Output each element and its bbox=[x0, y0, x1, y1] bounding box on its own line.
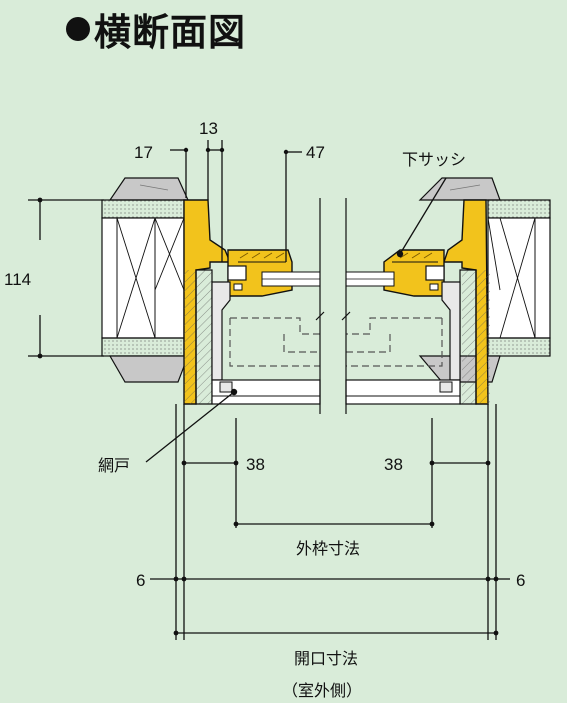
dim-17-label: 17 bbox=[134, 143, 153, 162]
dim-47-label: 47 bbox=[306, 143, 325, 162]
title-text: 横断面図 bbox=[94, 11, 246, 54]
title-bullet-icon bbox=[66, 17, 90, 41]
screen-door-label: 網戸 bbox=[98, 456, 130, 475]
dim-6-left-label: 6 bbox=[136, 571, 145, 590]
lower-sash-label: 下サッシ bbox=[402, 150, 466, 169]
dim-114-label: 114 bbox=[4, 270, 31, 289]
dimension-lines bbox=[28, 140, 510, 640]
dim-38-right-label: 38 bbox=[384, 455, 403, 474]
page-title: 横断面図 bbox=[66, 2, 246, 56]
outer-frame-dim-label: 外枠寸法 bbox=[296, 539, 360, 558]
right-frame bbox=[345, 199, 490, 405]
opening-dim-label: 開口寸法 bbox=[294, 649, 358, 668]
dimension-dots bbox=[37, 147, 499, 636]
outdoor-side-label: （室外側） bbox=[282, 681, 362, 700]
dim-13-label: 13 bbox=[199, 119, 218, 138]
left-wall bbox=[101, 177, 189, 383]
dim-38-left-label: 38 bbox=[246, 455, 265, 474]
right-wall bbox=[418, 177, 551, 383]
center-break-lines bbox=[315, 198, 351, 414]
dim-6-right-label: 6 bbox=[516, 571, 525, 590]
left-frame bbox=[183, 199, 321, 405]
